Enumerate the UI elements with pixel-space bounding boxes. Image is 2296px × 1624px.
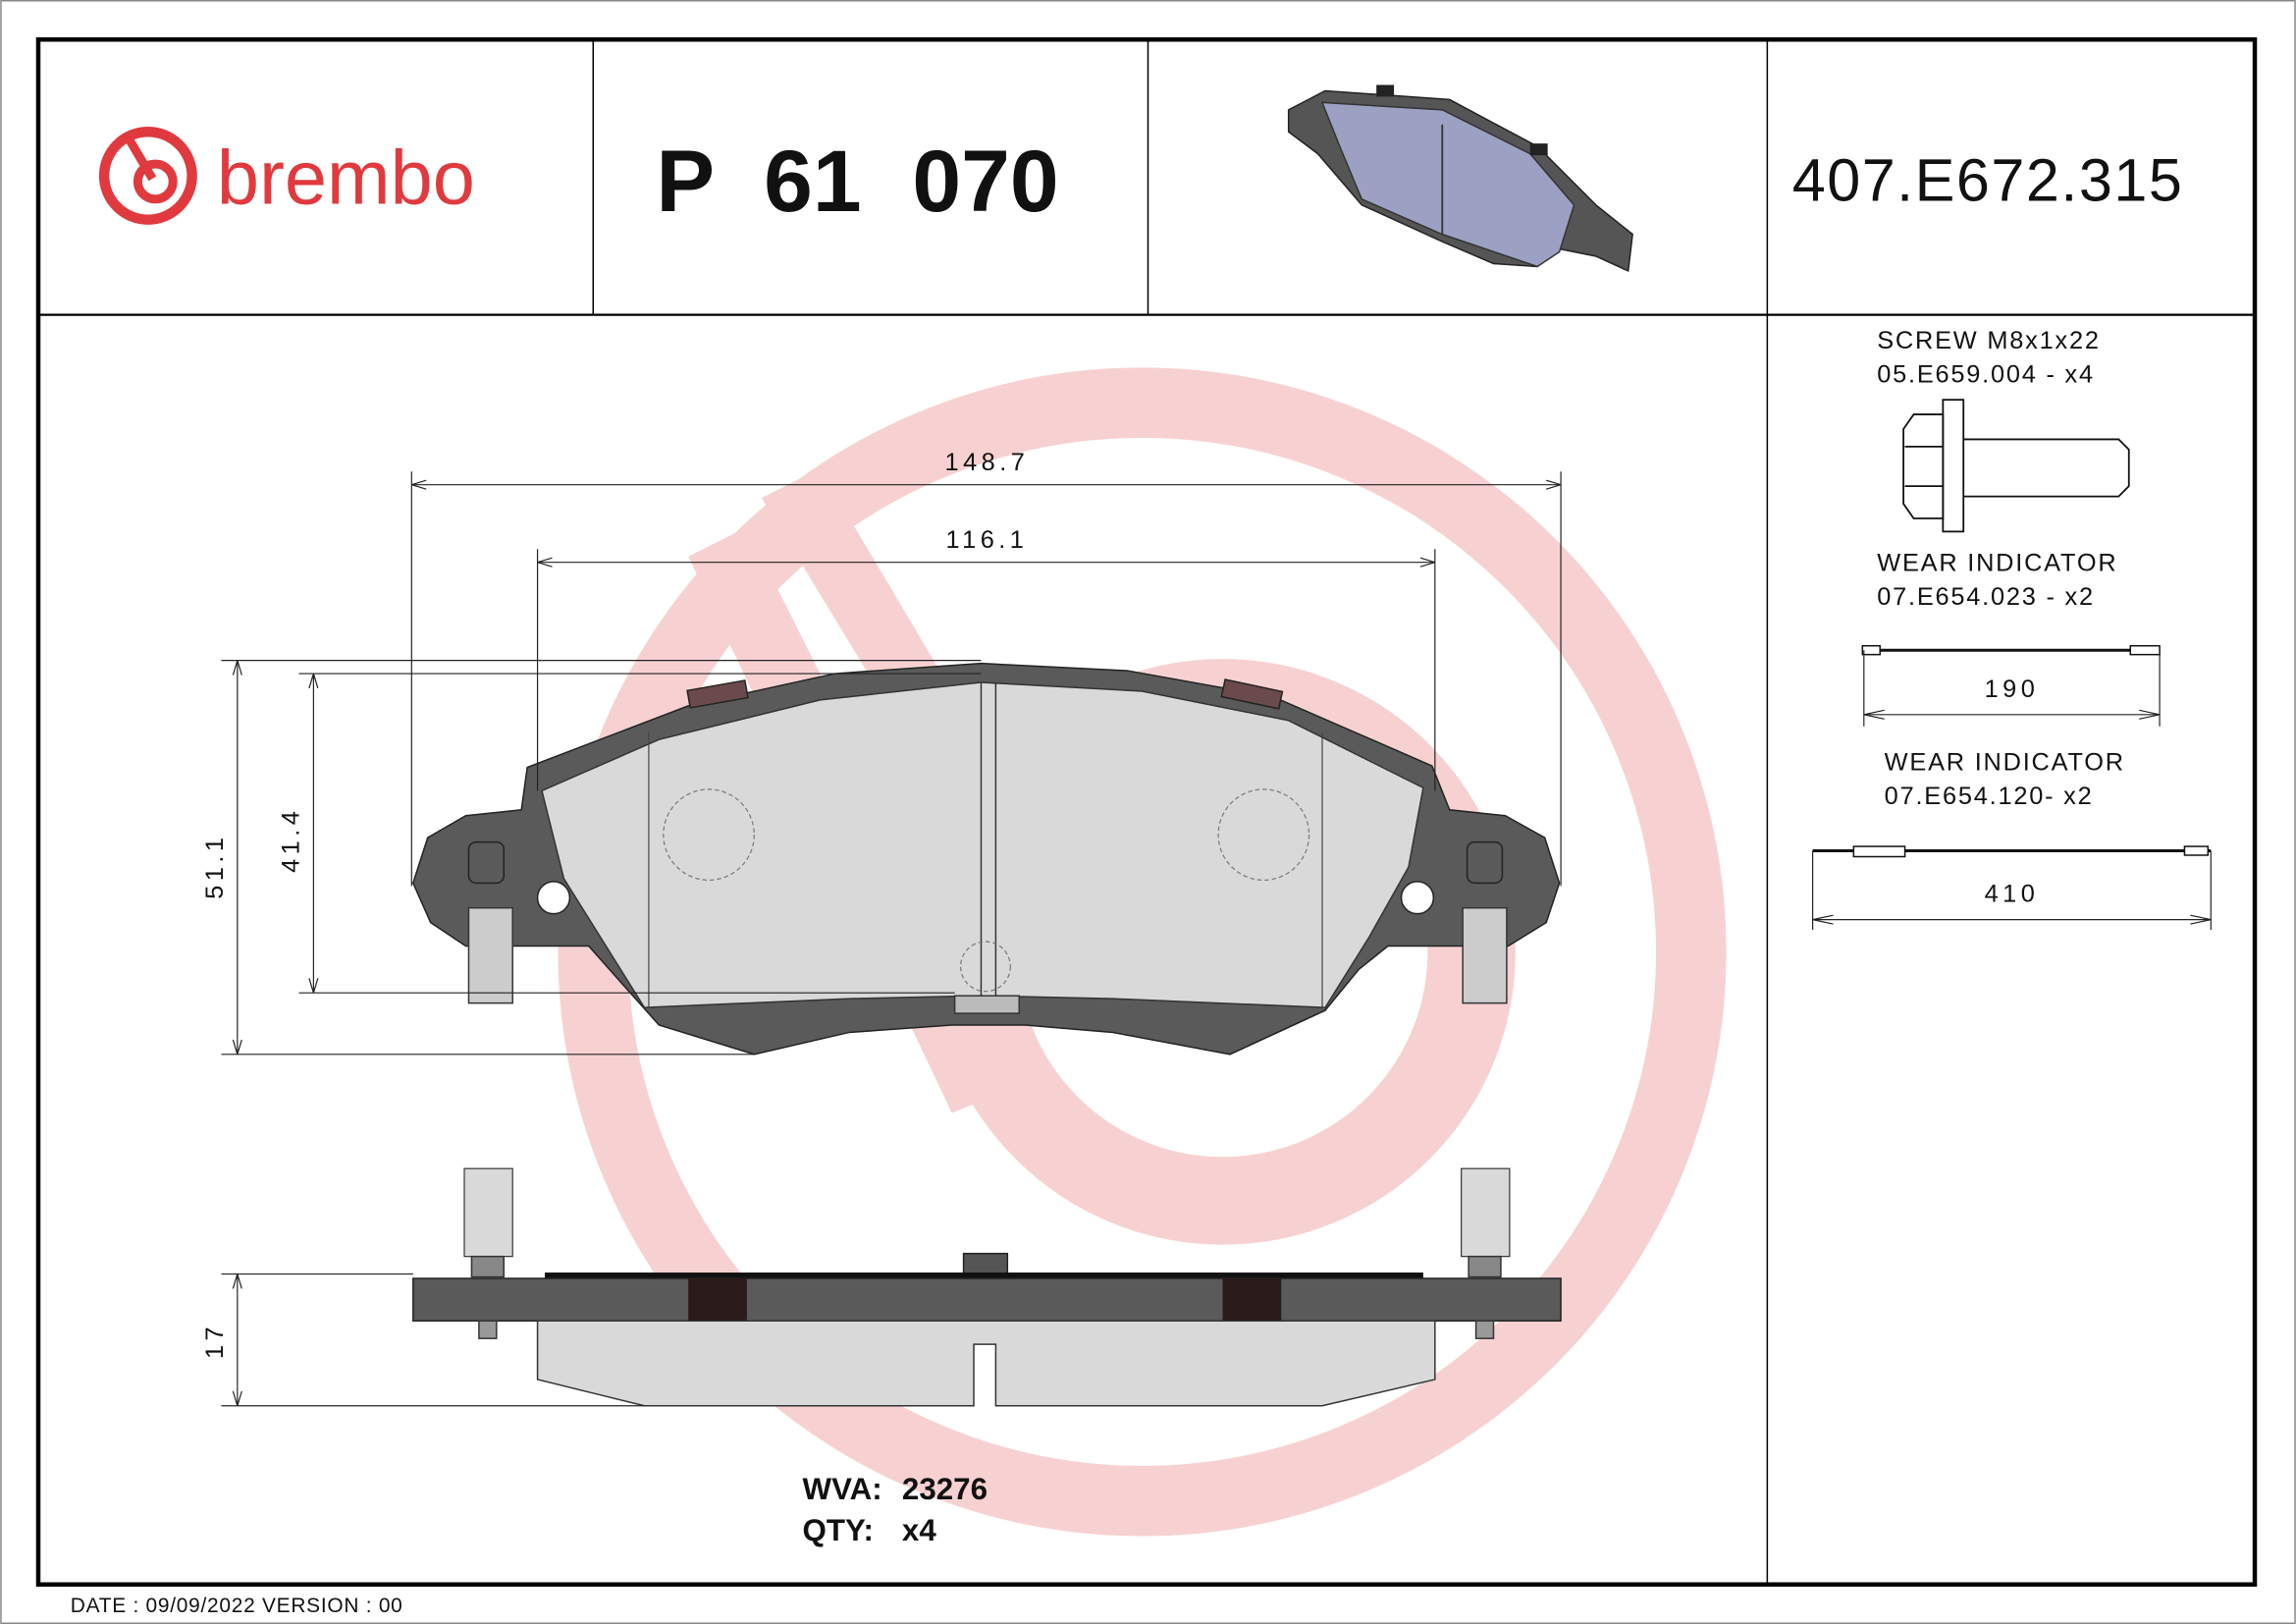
wear-sensor-icon [1812,845,2212,858]
qty-label: QTY: [803,1513,874,1547]
wva-label: WVA: [803,1472,882,1506]
dim-friction-width: 116.1 [945,526,1028,554]
accessory-wear-indicator-2: WEAR INDICATOR 07.E654.120- x2 410 [1812,748,2212,931]
accessory-name: WEAR INDICATOR [1877,550,2117,577]
wear-sensor-icon [1861,644,2161,656]
accessory-screw: SCREW M8x1x22 05.E659.004 - x4 [1877,327,2130,533]
accessory-name: WEAR INDICATOR [1885,748,2125,776]
pad-3d-thumbnail [1287,84,1633,273]
friction-material [541,681,1424,1008]
brembo-logo: brembo [98,127,475,225]
wear-indicator-length: 190 [1985,676,2040,703]
date-version: DATE : 09/09/2022 VERSION : 00 [71,1595,403,1617]
backplate-side [412,1277,1562,1323]
accessory-name: SCREW M8x1x22 [1877,327,2100,354]
clip [467,906,513,1004]
mounting-hole [536,881,571,915]
friction-side [536,1320,1436,1407]
pad-front-view [412,662,1561,1056]
wear-indicator-length: 410 [1985,881,2040,908]
qty-value: x4 [902,1513,936,1547]
accessory-code: 07.E654.023 - x2 [1877,583,2095,611]
accessory-wear-indicator-1: WEAR INDICATOR 07.E654.023 - x2 190 [1861,550,2161,727]
pad-side-view [412,1167,1562,1407]
drawing-frame [35,37,2258,1587]
wva-value: 23276 [902,1472,988,1506]
reference-code: 407.E672.315 [1792,146,2184,213]
clip [1462,906,1508,1004]
accessory-code: 05.E659.004 - x4 [1877,360,2095,388]
mounting-hole [1400,881,1435,915]
dimension-lines: 148.7 116.1 51.1 41.4 17 [201,449,1562,1407]
accessory-code: 07.E654.120- x2 [1885,783,2094,810]
dim-friction-height: 41.4 [277,807,304,873]
brembo-logo-icon [98,127,197,225]
screw-icon [1902,399,2130,533]
brand-name: brembo [217,135,475,220]
part-number: P 61 070 [656,132,1058,230]
dim-overall-width: 148.7 [945,449,1030,476]
dim-thickness: 17 [201,1323,229,1359]
dim-overall-height: 51.1 [201,834,229,899]
